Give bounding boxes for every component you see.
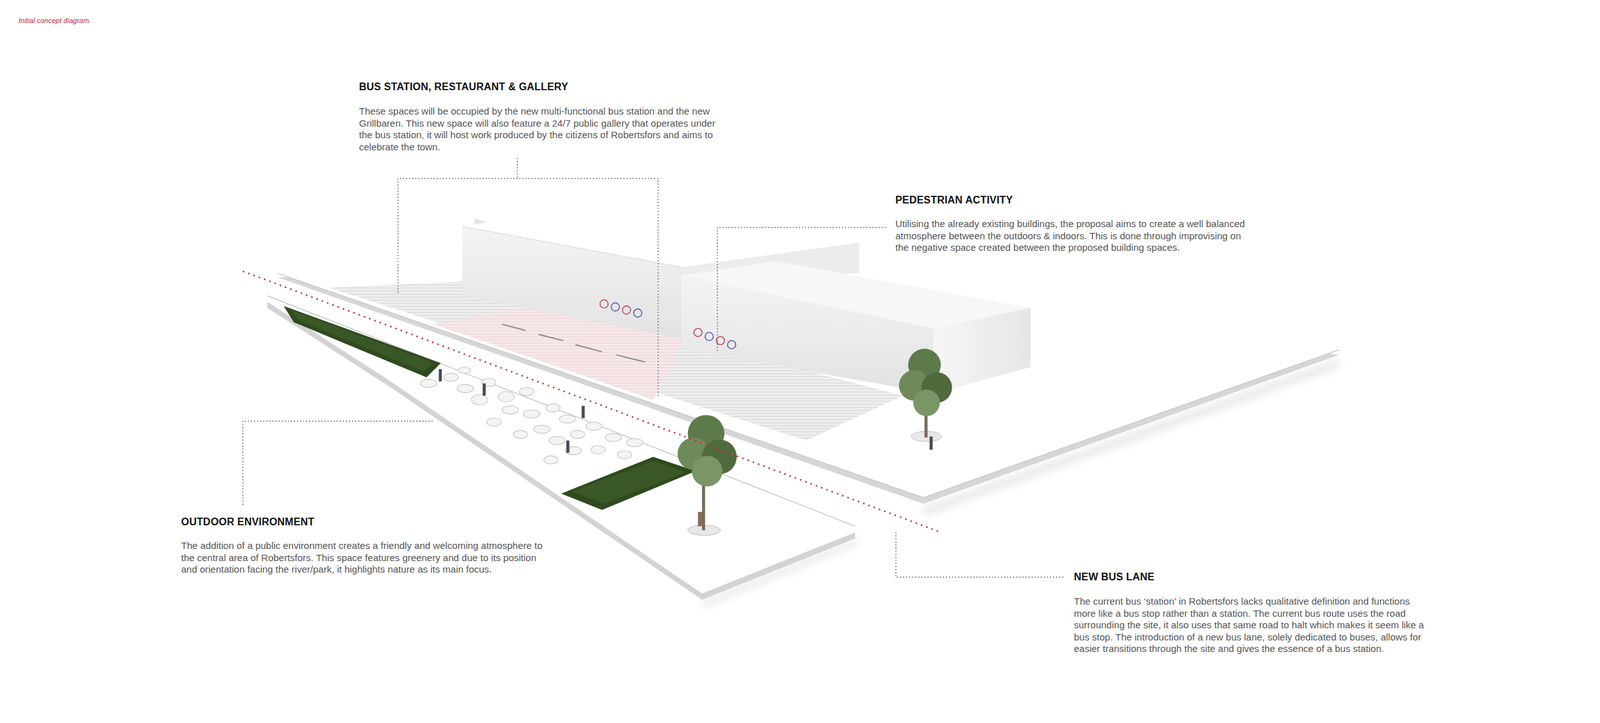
- callout-body: The addition of a public environment cre…: [181, 540, 543, 576]
- bikes: [600, 300, 736, 350]
- building-left: [462, 226, 682, 339]
- callout-body: Utilising the already existing buildings…: [895, 218, 1254, 255]
- trees: [677, 348, 953, 536]
- benches: [501, 324, 645, 363]
- people: [439, 369, 934, 527]
- flag: [474, 218, 488, 225]
- callout-heading: BUS STATION, RESTAURANT & GALLERY: [359, 81, 744, 93]
- greenery: [283, 305, 696, 511]
- callout-heading: PEDESTRIAN ACTIVITY: [895, 194, 1280, 207]
- diagram-title: Initial concept diagram.: [18, 16, 91, 25]
- callout-heading: OUTDOOR ENVIRONMENT: [181, 516, 566, 528]
- callout-body: These spaces will be occupied by the new…: [359, 105, 718, 153]
- callout-heading: NEW BUS LANE: [1073, 571, 1458, 584]
- callout-body: The current bus ‘station’ in Robertsfors…: [1073, 595, 1433, 656]
- building-right: [681, 261, 1031, 394]
- seating: [420, 367, 644, 464]
- bus-lane-line: [242, 271, 941, 533]
